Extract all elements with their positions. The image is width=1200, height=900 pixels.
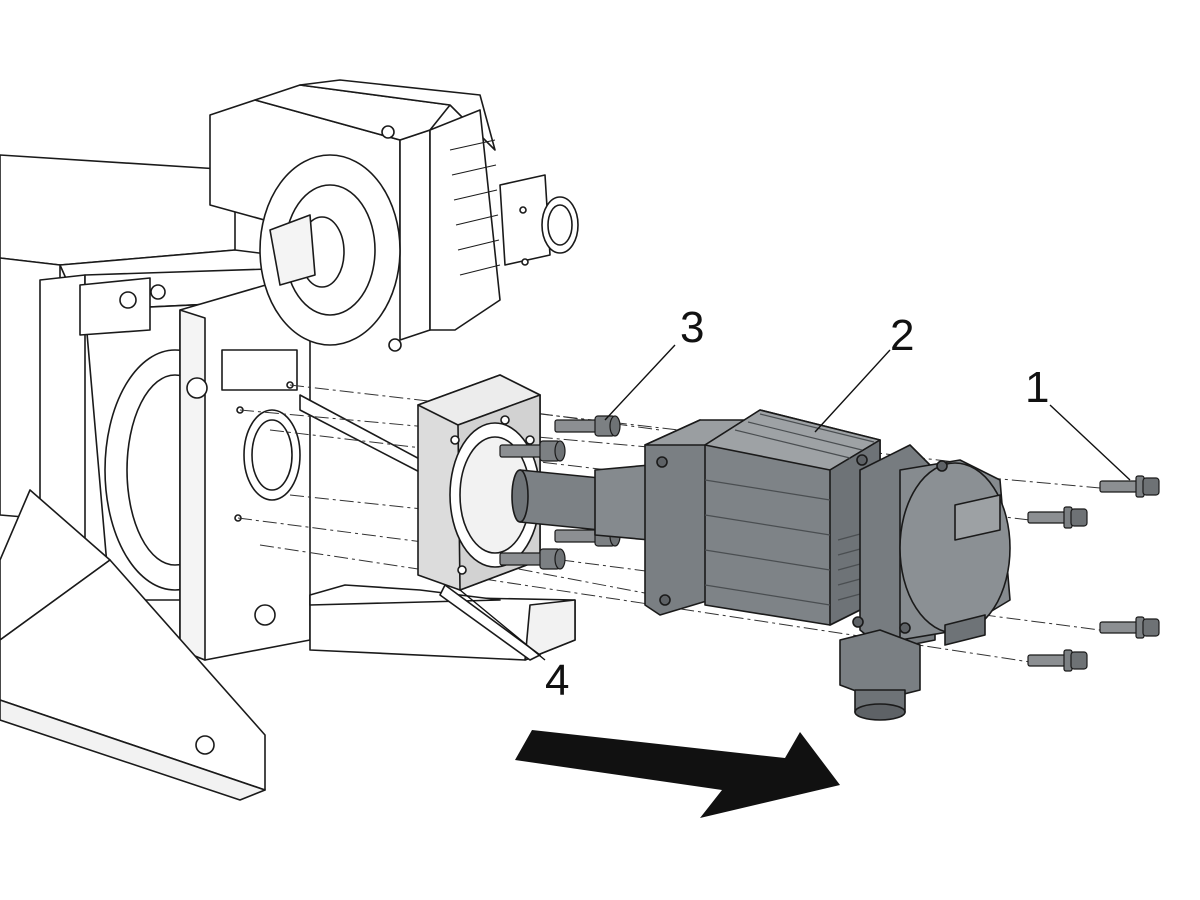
flange-screw [1099, 616, 1160, 639]
adapter-flange [417, 374, 541, 591]
callout-3: 3 [680, 303, 704, 352]
flange-screws-item-1 [1027, 475, 1160, 672]
callout-2: 2 [890, 311, 914, 360]
servo-motor [511, 409, 1011, 721]
callout-1: 1 [1025, 363, 1049, 412]
flange-screw [1027, 506, 1088, 529]
cap-screw [554, 415, 621, 437]
base-machine [0, 79, 579, 801]
flange-screw [1099, 475, 1160, 498]
callout-4: 4 [545, 656, 569, 705]
direction-arrow-icon [515, 730, 840, 818]
cap-screw [499, 548, 566, 570]
flange-screw [1027, 649, 1088, 672]
callout-leaders [459, 344, 1131, 661]
cap-screw [499, 440, 566, 462]
